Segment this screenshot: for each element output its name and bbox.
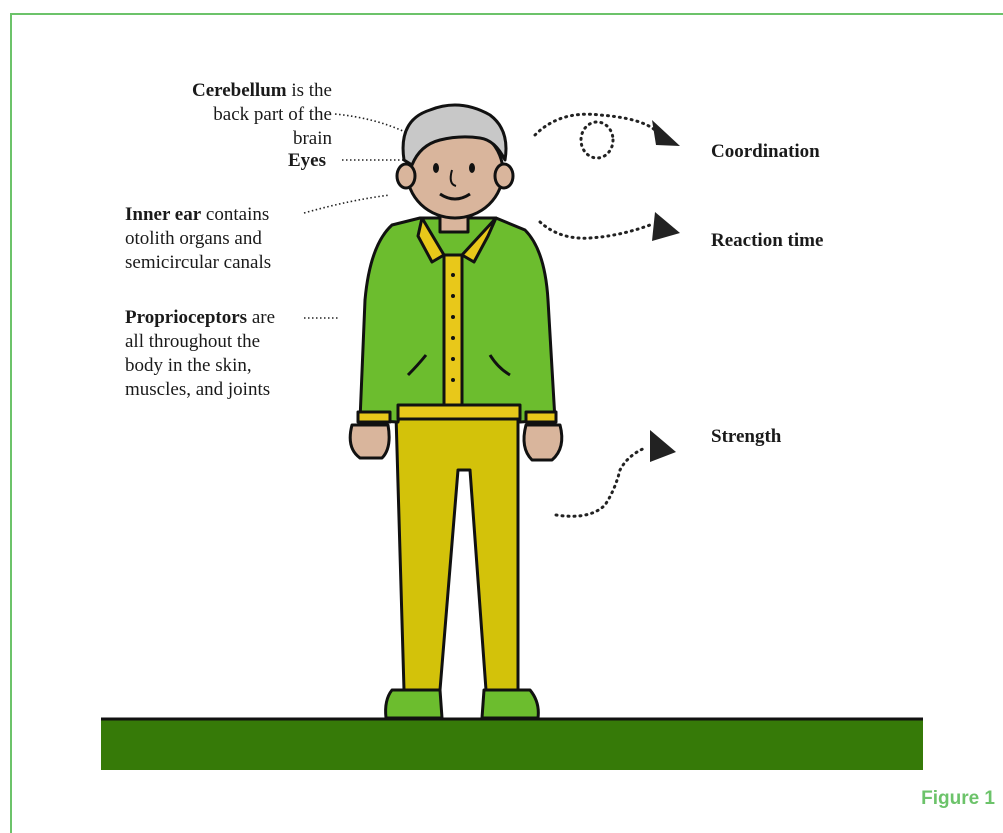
pants	[396, 415, 518, 690]
right-hand	[524, 425, 562, 460]
person-figure	[350, 105, 562, 718]
left-shoe	[386, 690, 442, 718]
shirt-placket	[444, 255, 462, 413]
ground	[101, 718, 923, 770]
coordination-arrow	[535, 114, 680, 158]
reaction-time-arrow	[540, 212, 680, 241]
right-shoe	[482, 690, 538, 718]
strength-arrow	[556, 430, 676, 516]
figure-caption: Figure 1	[921, 788, 995, 810]
left-hand	[350, 425, 389, 458]
illustration	[0, 0, 1003, 814]
